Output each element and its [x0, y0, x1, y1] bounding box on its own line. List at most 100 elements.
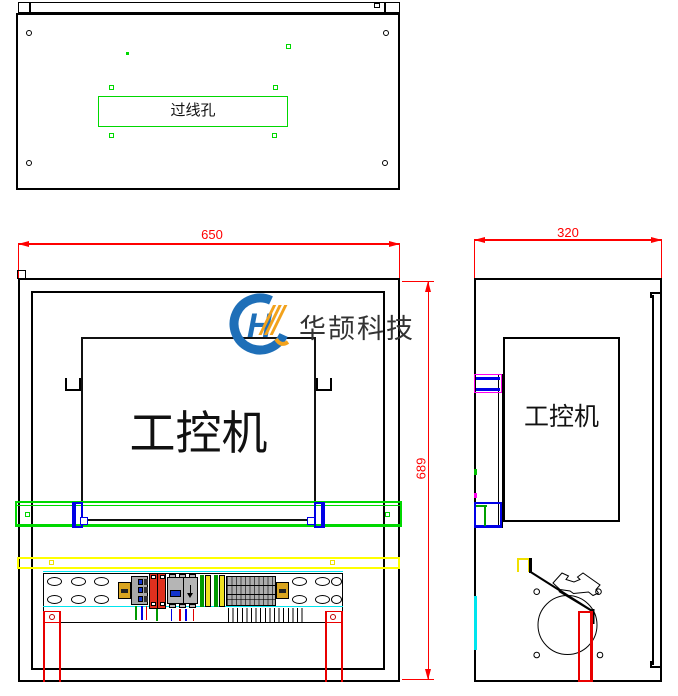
corner-hole: [26, 30, 32, 36]
fan-mount-hole: [596, 651, 604, 659]
terminal-cell-dark: [143, 578, 148, 585]
dim-arrow: [389, 240, 400, 247]
plate-slot: [47, 577, 62, 586]
yellow-band: [17, 557, 400, 569]
green-band: [15, 501, 402, 527]
contactor-tab: [169, 603, 176, 608]
terminal-cell-dark: [143, 587, 148, 593]
terminal-cell-blue: [137, 578, 143, 585]
plate-slot: [47, 595, 62, 604]
yellow-band-marker: [330, 560, 335, 565]
mount-rail-line: [501, 374, 503, 528]
terminal-pins: [228, 608, 306, 622]
fan-mount-hole: [533, 588, 541, 596]
bracket-upper-bar: [476, 377, 500, 380]
leg-left-hole: [48, 614, 55, 620]
plate-slot: [70, 577, 86, 586]
panel-clip-right-lug: [307, 517, 315, 525]
bracket-upper: [474, 374, 502, 393]
din-end-clamp-slot: [278, 588, 286, 593]
green-band-innerline: [17, 505, 400, 506]
dim-ext-line: [660, 239, 663, 279]
dim-arrow: [474, 236, 485, 243]
pc-side-outline: 工控机: [503, 337, 620, 522]
front-door-outline: [31, 291, 385, 670]
surge-protector-divider: [157, 572, 158, 609]
dim-arrow: [18, 240, 29, 247]
cyan-tick: [473, 596, 477, 650]
leg-right-line: [340, 611, 343, 682]
wire-tick: [141, 606, 143, 620]
corner-hole: [26, 160, 32, 166]
wire-tick: [185, 609, 187, 621]
dim-650-text: 650: [201, 227, 223, 242]
bracket-lower: [473, 502, 502, 528]
flange-divider-left: [29, 2, 31, 13]
pilot-dot: [126, 52, 129, 55]
panel-clip-right: [314, 502, 325, 528]
surge-white-square: [150, 574, 156, 579]
fan-mount-hole: [533, 651, 541, 659]
dim-ext-line: [402, 679, 434, 681]
bracket-upper-bar: [476, 388, 500, 391]
plate-slot: [315, 595, 330, 604]
ground-terminal-green: [214, 575, 218, 607]
bracket-lower-green-h: [475, 504, 487, 507]
cable-clamp-yellow: [516, 558, 530, 572]
plate-slot: [94, 595, 109, 604]
pc-side-label: 工控机: [523, 404, 599, 431]
pc-panel-outline: 工控机: [81, 337, 316, 521]
din-end-clamp-slot: [120, 588, 128, 593]
wire-tick: [145, 606, 148, 620]
strut-anchor: [591, 609, 595, 624]
pc-panel-label: 工控机: [129, 408, 268, 459]
ground-terminal-yellow: [205, 575, 211, 607]
wire-tick: [156, 609, 158, 621]
leg-right-hole: [330, 614, 336, 620]
wire-tick: [170, 609, 173, 621]
cable-clamp-bar: [529, 557, 532, 573]
brand-logo: H: [229, 293, 290, 355]
fan-circle: [537, 595, 598, 655]
dim-320-text: 320: [557, 225, 579, 240]
plate-slot: [291, 577, 307, 586]
dim-ext-line: [473, 239, 475, 279]
down-arrow-icon-stem: [189, 585, 192, 593]
dim-arrow: [651, 236, 662, 243]
terminal-cell-dark: [143, 595, 148, 602]
band-marker: [385, 512, 390, 517]
down-arrow-icon: [187, 593, 193, 601]
top-flange-strip: [18, 2, 400, 13]
folded-plate: [552, 572, 601, 597]
cable-hole-outline: 过线孔: [98, 96, 288, 127]
mount-ear-left: [65, 378, 81, 391]
cable-hole-label: 过线孔: [170, 103, 216, 119]
door-notch: [650, 292, 661, 294]
pilot-hole-marker: [286, 44, 291, 49]
ground-terminal-yellow: [219, 575, 225, 607]
band-marker: [25, 512, 30, 517]
plate-slot: [94, 577, 109, 586]
panel-clip-left-lug: [80, 517, 88, 525]
dim-689-text: 689: [413, 457, 429, 480]
door-notch: [650, 292, 652, 298]
wire-tick: [192, 609, 195, 621]
pilot-hole-marker: [109, 85, 114, 90]
leg-left-line: [59, 611, 61, 682]
dim-ext-line: [402, 281, 434, 283]
dim-arrow: [424, 281, 431, 292]
pilot-hole-marker: [272, 133, 277, 138]
side-leg: [578, 611, 593, 682]
corner-hole: [382, 160, 388, 166]
plate-slot: [331, 577, 342, 586]
mount-ear-right: [316, 378, 332, 391]
fan-assembly: [533, 572, 604, 659]
plate-slot: [291, 595, 307, 604]
top-view-outline: [16, 13, 400, 190]
leg-right-line: [324, 611, 327, 682]
terminal-strip: [226, 576, 276, 606]
green-tick: [473, 469, 477, 475]
logo-hook: [274, 337, 290, 346]
panel-clip-left: [72, 502, 83, 528]
mount-rail-line: [498, 374, 500, 528]
